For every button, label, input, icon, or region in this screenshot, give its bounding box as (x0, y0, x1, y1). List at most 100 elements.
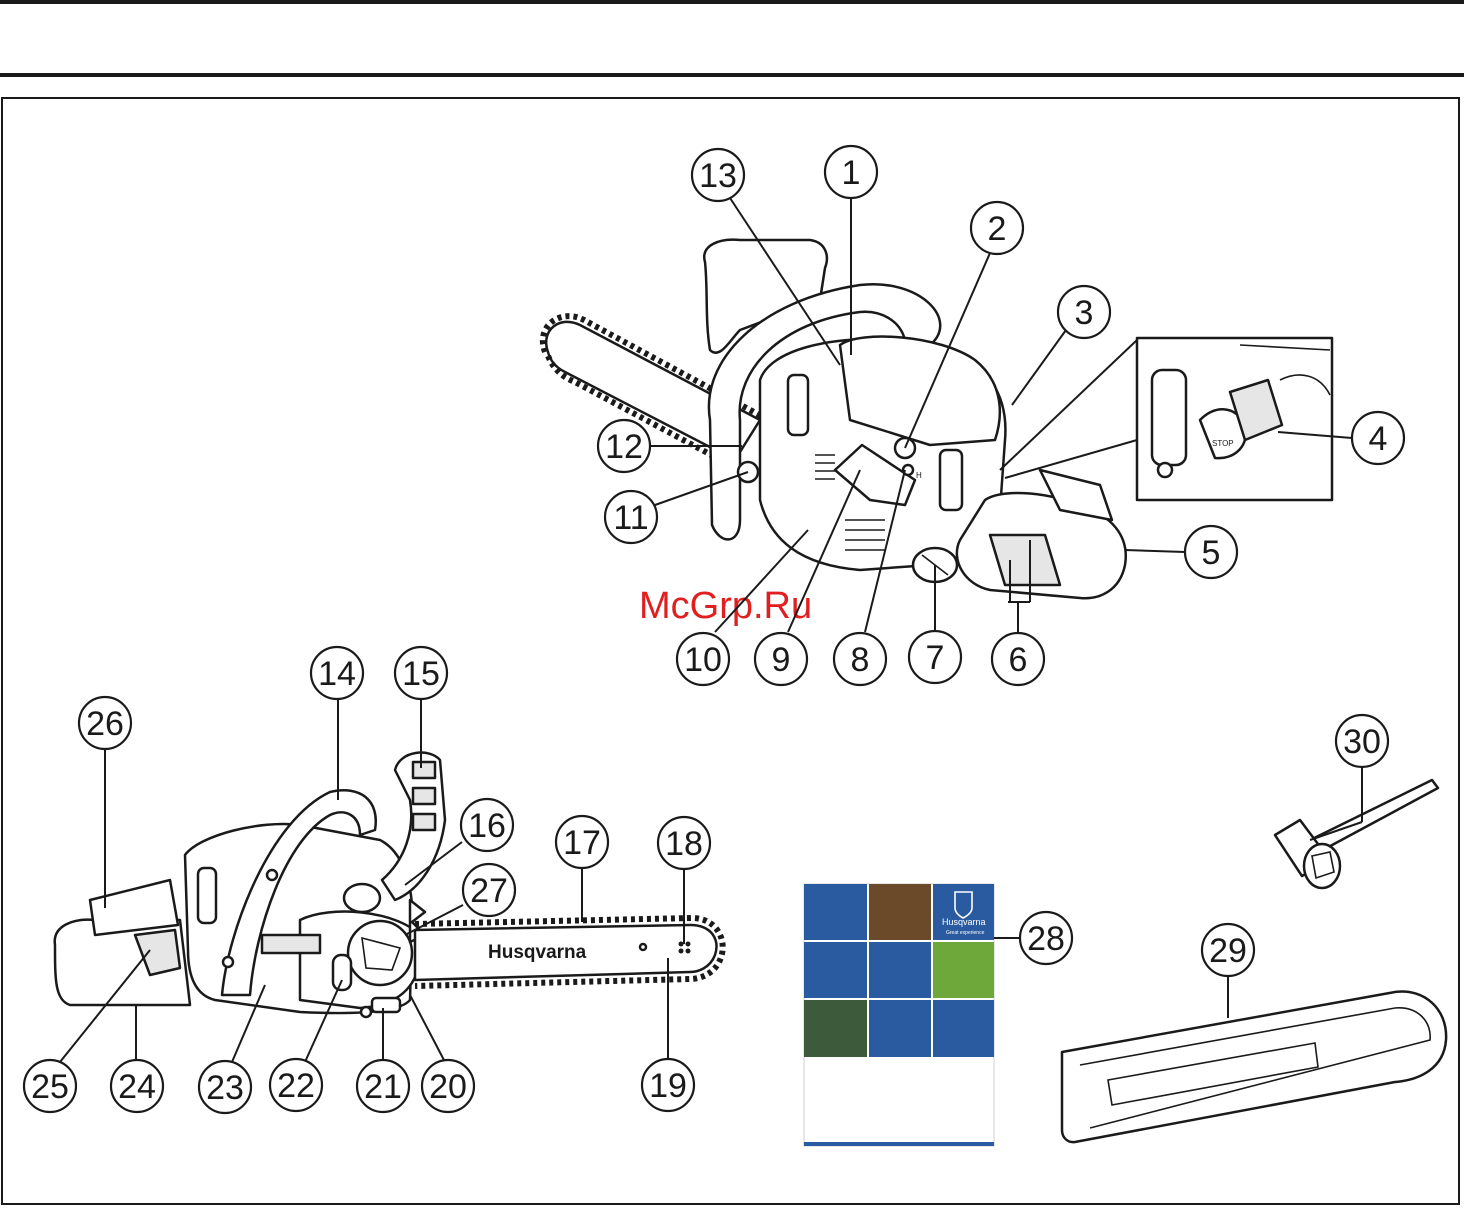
sprocket-tip-dot-4 (686, 949, 691, 954)
callout-number: 12 (605, 428, 643, 466)
callout-number: 30 (1343, 723, 1381, 761)
muffler-cap (344, 884, 380, 912)
callout-number: 19 (649, 1067, 687, 1105)
side-throttle-lockout (90, 880, 178, 935)
callout-number: 28 (1027, 920, 1065, 958)
callout-23: 23 (199, 1061, 251, 1113)
callout-number: 6 (1009, 641, 1028, 679)
callout-25: 25 (24, 1060, 76, 1112)
stop-label: STOP (1212, 439, 1234, 448)
callout-3: 3 (1058, 286, 1110, 338)
info-label (262, 935, 320, 953)
sprocket-tip-dot-3 (679, 949, 684, 954)
manual-tile-lawn (933, 942, 994, 998)
tensioning-screw (361, 1007, 371, 1017)
callout-26: 26 (79, 697, 131, 749)
callout-10: 10 (677, 633, 729, 685)
callout-18: 18 (658, 817, 710, 869)
screw-a (223, 957, 233, 967)
manual-tile-7 (933, 1000, 994, 1057)
callout-number: 11 (613, 499, 648, 537)
screw-b (267, 870, 277, 880)
manual-tile-1 (804, 884, 867, 940)
callout-number: 1 (842, 154, 861, 192)
chainsaw-top-view: H (543, 240, 1126, 599)
callout-number: 5 (1202, 534, 1221, 572)
callout-6: 6 (992, 633, 1044, 685)
callout-8: 8 (834, 633, 886, 685)
manual-bottom-stripe (804, 1142, 994, 1146)
sprocket-tip-dot-2 (686, 942, 691, 947)
callout-number: 13 (699, 157, 737, 195)
callout-number: 4 (1369, 420, 1388, 458)
callout-number: 24 (118, 1068, 156, 1106)
callout-number: 25 (31, 1068, 69, 1106)
callout-number: 18 (665, 825, 703, 863)
callout-16: 16 (461, 799, 513, 851)
callout-number: 8 (851, 641, 870, 679)
bar-brand-label: Husqvarna (488, 942, 587, 963)
callout-19: 19 (642, 1059, 694, 1111)
callout-number: 10 (684, 641, 722, 679)
callout-number: 23 (206, 1069, 244, 1107)
callout-number: 7 (926, 639, 945, 677)
inset-leader-top (1000, 340, 1137, 470)
callout-9: 9 (755, 633, 807, 685)
callout-number: 21 (364, 1068, 402, 1106)
manual-tile-6 (869, 1000, 931, 1057)
choke-mark: H (916, 471, 922, 480)
callout-14: 14 (311, 647, 363, 699)
callout-13: 13 (692, 149, 744, 201)
callout-17: 17 (556, 816, 608, 868)
callout-number: 14 (318, 655, 356, 693)
callout-number: 15 (402, 655, 440, 693)
combination-spanner (1275, 780, 1438, 888)
callout-number: 2 (988, 210, 1007, 248)
callout-2: 2 (971, 202, 1023, 254)
inset-grip (1152, 370, 1186, 465)
side-grip-right (940, 450, 962, 510)
manual-brand: Husqvarna (942, 917, 986, 927)
callout-number: 17 (563, 824, 601, 862)
callout-15: 15 (395, 647, 447, 699)
manual-tile-leaves (869, 884, 931, 940)
callout-number: 9 (772, 641, 791, 679)
callout-24: 24 (111, 1060, 163, 1112)
callout-number: 26 (86, 705, 124, 743)
callout-27: 27 (463, 864, 515, 916)
callout-28: 28 (1020, 912, 1072, 964)
manual-tagline: Great experience (946, 930, 985, 936)
chainsaw-side-view: Husqvarna (55, 753, 723, 1017)
sprocket-tip-dot-1 (679, 942, 684, 947)
callout-4: 4 (1352, 412, 1404, 464)
callout-number: 27 (470, 872, 508, 910)
guard-mark-3 (413, 814, 435, 830)
chain-tensioner (333, 955, 351, 990)
callout-number: 22 (277, 1067, 315, 1105)
bar-guard (1062, 992, 1446, 1143)
callout-number: 3 (1075, 294, 1094, 332)
callout-30: 30 (1336, 715, 1388, 767)
callout-1: 1 (825, 146, 877, 198)
callout-5: 5 (1185, 526, 1237, 578)
side-grip (198, 868, 216, 923)
callout-12: 12 (598, 420, 650, 472)
guard-mark-1 (413, 762, 435, 778)
spanner-hex-end (1304, 844, 1340, 888)
callout-22: 22 (270, 1059, 322, 1111)
bar-hole (640, 944, 646, 950)
guard-mark-2 (413, 788, 435, 804)
inset-screw (1158, 463, 1172, 477)
manual-tile-3 (804, 942, 867, 998)
callout-number: 16 (468, 807, 506, 845)
operators-manual: Husqvarna Great experience (804, 884, 994, 1146)
bar-nut-cover (348, 921, 412, 985)
chain-catcher (372, 998, 400, 1012)
callout-7: 7 (909, 631, 961, 683)
callout-20: 20 (422, 1060, 474, 1112)
manual-tile-4 (869, 942, 931, 998)
callout-number: 20 (429, 1068, 467, 1106)
callout-number: 29 (1209, 932, 1247, 970)
manual-tile-forest (804, 1000, 867, 1057)
